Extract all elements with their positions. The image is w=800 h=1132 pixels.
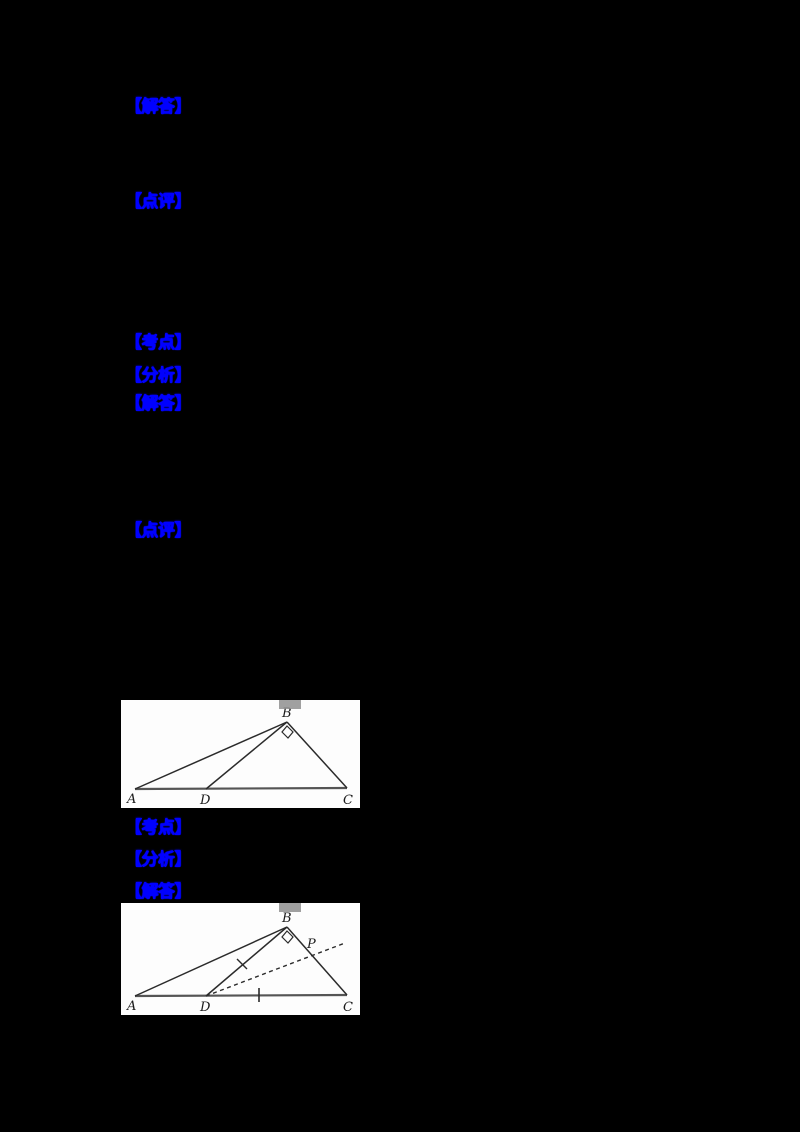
section-label-jieda-top: 【解答】 [125, 97, 192, 117]
segment-AB [134, 721, 288, 790]
figure-2-canvas: A B C D P [126, 911, 353, 1015]
vertex-label-D: D [199, 793, 211, 808]
vertex-label-D: D [199, 1000, 211, 1015]
figure-1-canvas: A B C D [126, 706, 353, 808]
vertex-label-A: A [126, 999, 136, 1014]
scan-smudge [279, 700, 301, 709]
vertex-label-P: P [306, 937, 316, 952]
dashed-ray-DP [205, 942, 346, 997]
vertex-label-A: A [126, 792, 136, 807]
segment-BC [286, 721, 348, 789]
section-label-kaodian-1: 【考点】 [125, 333, 192, 353]
right-angle-marker-B [281, 930, 294, 944]
right-angle-marker-B [281, 725, 294, 739]
section-label-jieda-2: 【解答】 [125, 882, 192, 902]
section-label-kaodian-2: 【考点】 [125, 818, 192, 838]
segment-AC [134, 993, 348, 998]
vertex-label-C: C [343, 793, 353, 808]
section-label-jieda-1: 【解答】 [125, 394, 192, 414]
tick-mark-BD [236, 958, 248, 970]
segment-BD [205, 926, 288, 997]
geometry-figure-2: A B C D P [121, 903, 360, 1015]
geometry-figure-1: A B C D [121, 700, 360, 808]
section-label-fenxi-1: 【分析】 [125, 366, 192, 386]
vertex-label-C: C [343, 1000, 353, 1015]
segment-BD [205, 721, 288, 790]
segment-AB [134, 926, 288, 997]
section-label-dianping-1: 【点评】 [125, 192, 192, 212]
vertex-label-B: B [281, 911, 292, 926]
vertex-label-B: B [281, 706, 292, 721]
segment-BC [286, 926, 348, 996]
section-label-dianping-2: 【点评】 [125, 521, 192, 541]
scan-smudge [279, 903, 301, 912]
section-label-fenxi-2: 【分析】 [125, 850, 192, 870]
segment-AC [134, 786, 348, 791]
